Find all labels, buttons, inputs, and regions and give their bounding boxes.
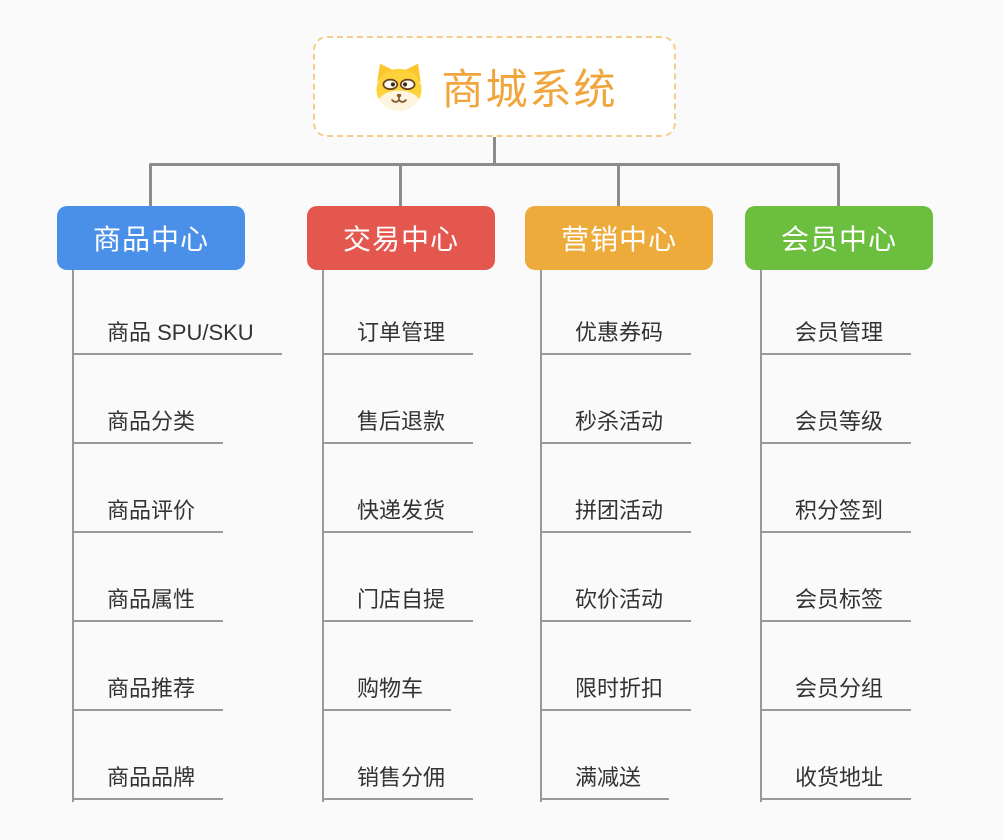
branch-products: 商品中心 商品 SPU/SKU 商品分类 商品评价 商品属性 商品推荐 商品品牌 [57,206,282,802]
branch-item[interactable]: 商品分类 [72,408,224,444]
connector-drop-trade [399,165,402,206]
branch-item[interactable]: 售后退款 [322,408,474,444]
branch-item[interactable]: 订单管理 [322,319,474,355]
branch-item[interactable]: 秒杀活动 [540,408,692,444]
branch-item[interactable]: 会员分组 [760,675,912,711]
branch-item[interactable]: 优惠券码 [540,319,692,355]
connector-drop-marketing [617,165,620,206]
branch-item[interactable]: 会员管理 [760,319,912,355]
branch-item[interactable]: 限时折扣 [540,675,692,711]
branch-spine [540,270,542,802]
branch-item[interactable]: 商品评价 [72,497,224,533]
branch-item[interactable]: 商品推荐 [72,675,224,711]
branch-spine [72,270,74,802]
connector-root-drop [493,137,496,164]
branch-item[interactable]: 销售分佣 [322,764,474,800]
branch-item[interactable]: 积分签到 [760,497,912,533]
branch-spine [760,270,762,802]
root-title: 商城系统 [441,66,618,113]
branch-box-marketing[interactable]: 营销中心 [525,206,713,270]
connector-drop-products [149,165,152,206]
branch-item[interactable]: 快递发货 [322,497,474,533]
branch-item[interactable]: 商品 SPU/SKU [72,319,282,355]
branch-item[interactable]: 购物车 [322,675,452,711]
branch-item[interactable]: 满减送 [540,764,670,800]
branch-trade: 交易中心 订单管理 售后退款 快递发货 门店自提 购物车 销售分佣 [307,206,495,802]
branch-item[interactable]: 门店自提 [322,586,474,622]
branch-item[interactable]: 商品品牌 [72,764,224,800]
connector-drop-members [837,165,840,206]
branch-marketing: 营销中心 优惠券码 秒杀活动 拼团活动 砍价活动 限时折扣 满减送 [525,206,713,802]
branch-item[interactable]: 会员标签 [760,586,912,622]
connector-trunk [149,163,840,166]
branch-item[interactable]: 商品属性 [72,586,224,622]
branch-spine [322,270,324,802]
branch-members: 会员中心 会员管理 会员等级 积分签到 会员标签 会员分组 收货地址 [745,206,933,802]
root-node[interactable]: 商城系统 [313,36,676,137]
dog-face-icon [376,63,423,110]
branch-item[interactable]: 砍价活动 [540,586,692,622]
branch-item[interactable]: 收货地址 [760,764,912,800]
branch-item[interactable]: 拼团活动 [540,497,692,533]
branch-box-trade[interactable]: 交易中心 [307,206,495,270]
branch-box-members[interactable]: 会员中心 [745,206,933,270]
branch-item[interactable]: 会员等级 [760,408,912,444]
branch-box-products[interactable]: 商品中心 [57,206,245,270]
